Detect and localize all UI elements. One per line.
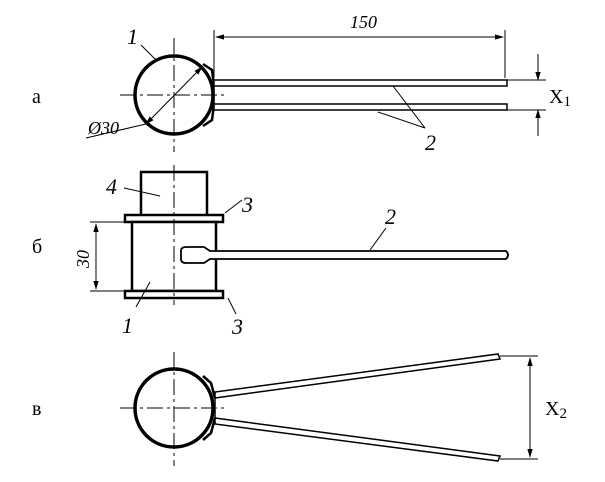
view-b-marker: б — [32, 236, 42, 258]
strip-upper — [213, 79, 508, 87]
strip-b-callout-number: 2 — [385, 204, 396, 229]
strip-c-upper — [214, 353, 502, 399]
length-dimension-label: 150 — [350, 12, 377, 32]
diameter-dimension-line — [145, 66, 203, 125]
diameter-leader — [85, 123, 147, 139]
ring-callout-leader — [140, 44, 157, 61]
bottom-flange-callout-number: 3 — [231, 314, 243, 339]
strip-part-2 — [180, 246, 509, 264]
gap-x2-label: X2 — [545, 398, 567, 422]
view-a-marker: а — [32, 86, 41, 108]
top-flange-callout-number: 3 — [241, 192, 253, 217]
top-flange-callout-leader — [224, 199, 243, 214]
ring-callout-number: 1 — [127, 24, 138, 49]
strip-c-lower — [214, 417, 502, 462]
clamp-c-tab-top — [202, 375, 217, 399]
diameter-label: Ø30 — [87, 118, 119, 138]
strip-callout-leader-upper — [392, 85, 426, 129]
strip-callout-leader-lower — [377, 111, 426, 129]
height-dimension-label: 30 — [73, 250, 93, 269]
block-callout-leader — [123, 187, 161, 197]
strip-b-callout-leader — [369, 227, 387, 251]
block-callout-number: 4 — [106, 174, 117, 199]
view-c: в X2 — [32, 352, 567, 466]
view-a: а Ø30 150 X1 1 2 — [32, 12, 571, 155]
gap-x1-label: X1 — [549, 86, 571, 110]
view-b: б 30 4 3 3 1 2 — [32, 165, 509, 339]
view-c-marker: в — [32, 398, 41, 420]
clamp-c-tab-bottom — [202, 417, 217, 441]
bottom-flange-callout-leader — [227, 297, 237, 315]
strip-callout-number: 2 — [425, 130, 436, 155]
cylinder-callout-leader — [135, 281, 151, 308]
strip-lower — [213, 103, 508, 111]
cylinder-callout-number: 1 — [122, 313, 133, 338]
